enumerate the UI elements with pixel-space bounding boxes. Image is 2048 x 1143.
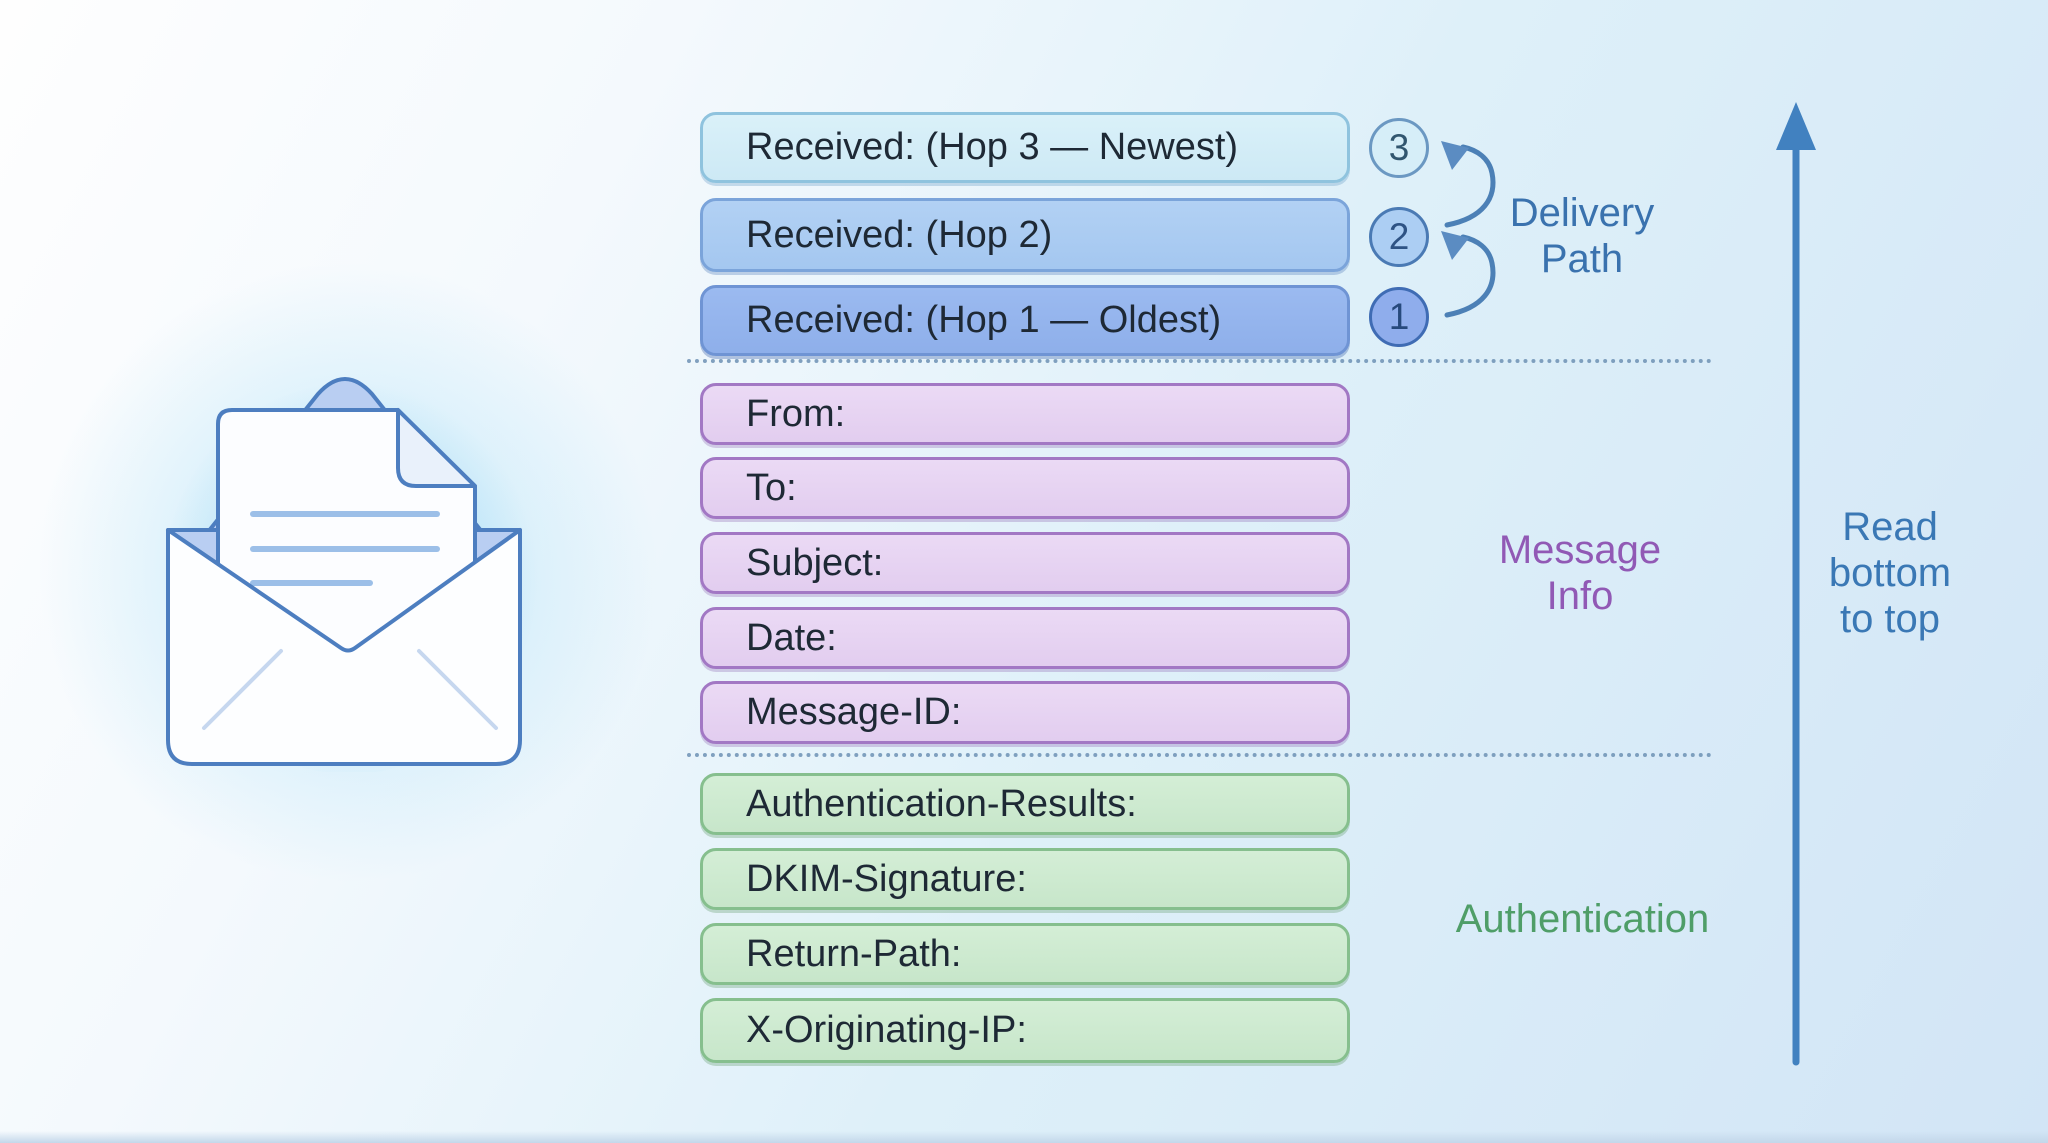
hop2-number: 2 — [1388, 216, 1410, 257]
header-box-return-path: Return-Path: — [700, 923, 1350, 985]
message-id-label: Message-ID: — [746, 691, 962, 733]
separator-dotted-bottom — [687, 753, 1712, 757]
date-label: Date: — [746, 616, 837, 659]
dkim-signature-label: DKIM-Signature: — [746, 857, 1027, 900]
read-note-line2: bottom — [1828, 551, 1952, 595]
curved-arrow-hop2-to-hop3-icon — [1441, 141, 1496, 228]
delivery-path-label: Delivery Path — [1452, 190, 1712, 282]
message-info-label: Message Info — [1450, 527, 1710, 619]
to-label: To: — [746, 466, 797, 509]
received-hop2-label: Received: (Hop 2) — [746, 213, 1053, 256]
header-box-from: From: — [700, 383, 1350, 445]
authentication-results-label: Authentication-Results: — [746, 782, 1137, 825]
hop3-number: 3 — [1388, 127, 1410, 168]
message-info-label-line2: Info — [1546, 574, 1614, 618]
subject-label: Subject: — [746, 541, 884, 584]
separator-dotted-top — [687, 359, 1712, 363]
hop-number-badge-3: 3 — [1369, 118, 1429, 178]
header-box-subject: Subject: — [700, 532, 1350, 594]
envelope-icon — [162, 374, 538, 772]
header-box-received-hop1: Received: (Hop 1 — Oldest) — [700, 285, 1350, 356]
read-bottom-to-top-note: Read bottom to top — [1790, 504, 1990, 642]
delivery-path-label-line1: Delivery — [1509, 191, 1655, 235]
received-hop1-label: Received: (Hop 1 — Oldest) — [746, 299, 1222, 341]
hop1-number: 1 — [1388, 296, 1410, 337]
header-box-x-originating-ip: X-Originating-IP: — [700, 998, 1350, 1063]
bottom-edge-shade — [0, 1131, 2048, 1143]
header-box-dkim-signature: DKIM-Signature: — [700, 848, 1350, 910]
hop-number-badge-2: 2 — [1369, 207, 1429, 267]
from-label: From: — [746, 392, 846, 435]
message-info-label-line1: Message — [1498, 528, 1662, 572]
header-box-message-id: Message-ID: — [700, 681, 1350, 744]
authentication-label: Authentication — [1410, 896, 1755, 942]
hop-number-badge-1: 1 — [1369, 287, 1429, 347]
header-box-authentication-results: Authentication-Results: — [700, 773, 1350, 835]
header-box-received-hop3: Received: (Hop 3 — Newest) — [700, 112, 1350, 183]
header-box-to: To: — [700, 457, 1350, 519]
return-path-label: Return-Path: — [746, 932, 962, 975]
read-note-line3: to top — [1839, 597, 1941, 641]
received-hop3-label: Received: (Hop 3 — Newest) — [746, 126, 1239, 168]
x-originating-ip-label: X-Originating-IP: — [746, 1009, 1027, 1051]
read-direction-arrow-up-icon — [1776, 102, 1816, 1066]
curved-arrow-hop1-to-hop2-icon — [1441, 231, 1496, 318]
authentication-label-text: Authentication — [1455, 897, 1710, 941]
header-box-received-hop2: Received: (Hop 2) — [700, 198, 1350, 272]
read-note-line1: Read — [1842, 505, 1938, 549]
header-box-date: Date: — [700, 607, 1350, 669]
delivery-path-label-line2: Path — [1540, 237, 1624, 281]
